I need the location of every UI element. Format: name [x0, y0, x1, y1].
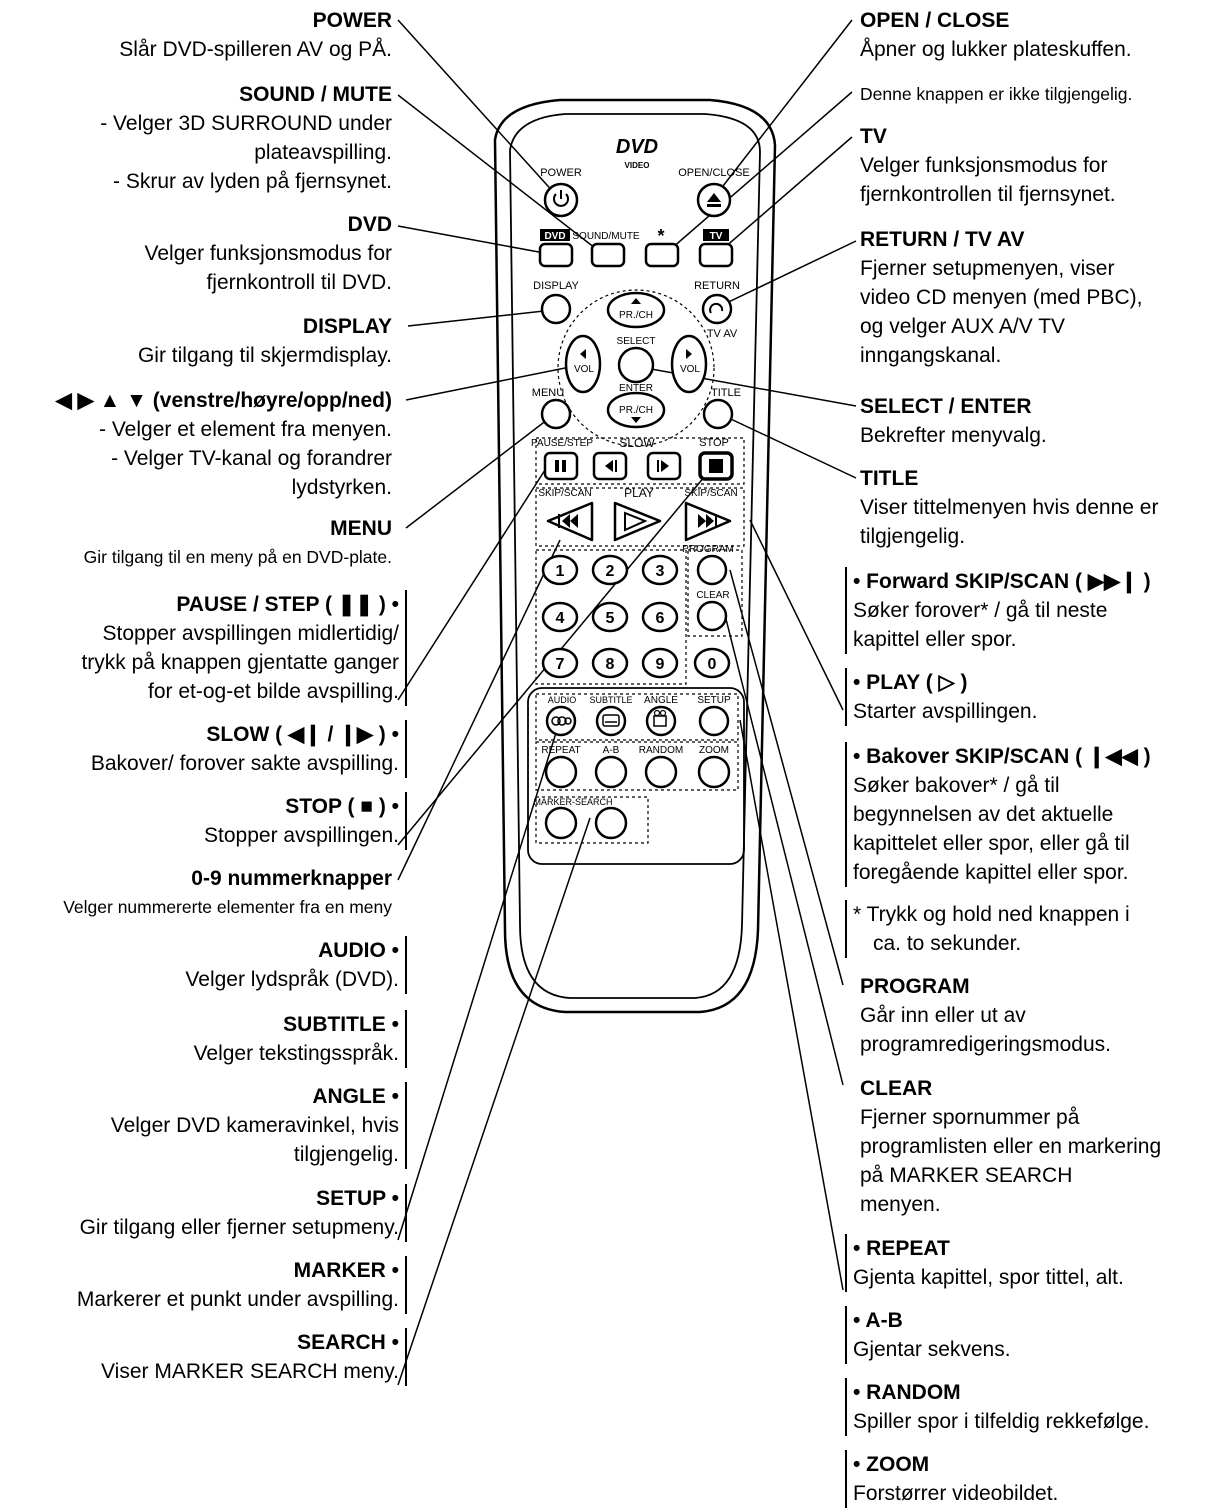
pause-step-label: PAUSE/STEP [531, 438, 593, 449]
random-label: RANDOM [639, 745, 683, 756]
display-label: DISPLAY [533, 280, 579, 292]
display-button[interactable] [542, 295, 570, 323]
digit-2-button[interactable]: 2 [593, 556, 627, 584]
repeat-label: REPEAT [541, 745, 580, 756]
zoom-label: ZOOM [699, 745, 729, 756]
skip-forward-label: SKIP/SCAN [684, 488, 737, 499]
select-label: SELECT [617, 336, 656, 347]
digit-label: 6 [656, 610, 665, 627]
slow-forward-button[interactable] [648, 453, 680, 479]
stop-button[interactable] [700, 453, 732, 479]
clear-label: CLEAR [696, 590, 729, 601]
zoom-button[interactable] [699, 757, 729, 787]
return-label: RETURN [694, 280, 740, 292]
digit-label: 3 [656, 563, 665, 580]
sound-mute-label: SOUND/MUTE [572, 231, 640, 242]
clear-button[interactable] [698, 602, 726, 630]
vol-right-label: VOL [680, 364, 700, 375]
marker-search-label: MARKER-SEARCH [533, 797, 612, 807]
dvd-badge-text: DVD [544, 231, 565, 242]
pause-step-button[interactable] [545, 453, 577, 479]
dvd-button[interactable] [540, 244, 572, 266]
digit-label: 1 [556, 563, 565, 580]
slow-label: SLOW [619, 436, 655, 450]
digit-label: 7 [556, 656, 565, 673]
digit-6-button[interactable]: 6 [643, 603, 677, 631]
stop-label: STOP [699, 437, 729, 449]
digit-8-button[interactable]: 8 [593, 649, 627, 677]
select-enter-button[interactable] [619, 348, 653, 382]
digit-0-button[interactable]: 0 [695, 649, 729, 677]
subtitle-button[interactable] [597, 707, 625, 735]
skip-back-button[interactable] [548, 503, 592, 540]
pr-ch-up-label: PR./CH [619, 310, 653, 321]
subtitle-label: SUBTITLE [589, 695, 632, 705]
program-label: PROGRAM [682, 544, 734, 555]
dvd-logo: DVD [616, 136, 658, 158]
digit-label: 8 [606, 656, 615, 673]
repeat-button[interactable] [546, 757, 576, 787]
marker-button[interactable] [546, 808, 576, 838]
tv-av-label: TV AV [707, 328, 738, 340]
random-button[interactable] [646, 757, 676, 787]
audio-button[interactable] [547, 707, 575, 735]
digit-7-button[interactable]: 7 [543, 649, 577, 677]
open-close-label: OPEN/CLOSE [678, 167, 750, 179]
menu-button[interactable] [542, 400, 570, 428]
tv-button[interactable] [700, 244, 732, 266]
dvd-logo-video: VIDEO [625, 161, 650, 170]
digit-1-button[interactable]: 1 [543, 556, 577, 584]
pr-ch-down-button[interactable]: PR./CH [608, 393, 664, 427]
vol-left-button[interactable]: VOL [566, 336, 600, 392]
digit-label: 2 [606, 563, 615, 580]
digit-label: 5 [606, 610, 615, 627]
vol-left-label: VOL [574, 364, 594, 375]
setup-label: SETUP [697, 695, 731, 706]
setup-button[interactable] [700, 707, 728, 735]
digit-9-button[interactable]: 9 [643, 649, 677, 677]
star-button[interactable] [646, 244, 678, 266]
pr-ch-down-label: PR./CH [619, 405, 653, 416]
digit-label: 9 [656, 656, 665, 673]
audio-label: AUDIO [548, 695, 577, 705]
search-button[interactable] [596, 808, 626, 838]
program-button[interactable] [698, 556, 726, 584]
title-label: TITLE [711, 387, 741, 399]
angle-label: ANGLE [644, 695, 678, 706]
vol-right-button[interactable]: VOL [672, 336, 706, 392]
slow-back-button[interactable] [594, 453, 626, 479]
play-label: PLAY [624, 486, 654, 500]
power-button[interactable] [545, 184, 577, 216]
ab-button[interactable] [596, 757, 626, 787]
pr-ch-up-button[interactable]: PR./CH [608, 293, 664, 327]
digit-label: 4 [556, 610, 565, 627]
play-button[interactable] [615, 503, 660, 540]
skip-back-label: SKIP/SCAN [538, 488, 591, 499]
digit-3-button[interactable]: 3 [643, 556, 677, 584]
digit-label: 0 [708, 656, 717, 673]
menu-label: MENU [532, 387, 564, 399]
skip-forward-button[interactable] [686, 503, 730, 540]
open-close-button[interactable] [698, 184, 730, 216]
angle-button[interactable] [647, 707, 675, 735]
title-button[interactable] [704, 400, 732, 428]
return-button[interactable] [703, 295, 731, 323]
sound-mute-button[interactable] [592, 244, 624, 266]
digit-5-button[interactable]: 5 [593, 603, 627, 631]
ab-label: A-B [603, 745, 620, 756]
digit-4-button[interactable]: 4 [543, 603, 577, 631]
enter-label: ENTER [619, 383, 653, 394]
tv-badge-text: TV [710, 231, 723, 242]
power-label: POWER [540, 167, 582, 179]
